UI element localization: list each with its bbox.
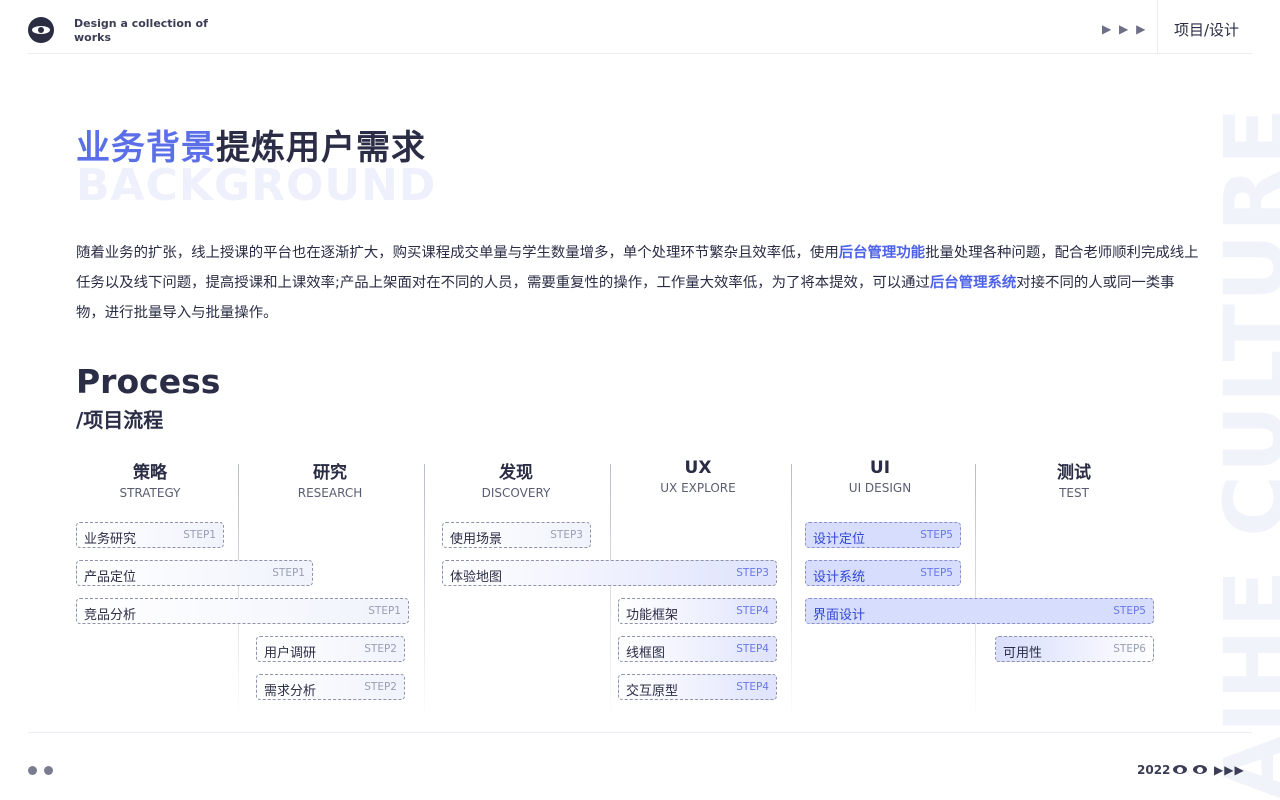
column-strategy: 策略 STRATEGY [76,458,224,500]
column-divider [424,464,425,720]
step-label: 体验地图 [450,570,503,585]
background-watermark-word: BACKGROUND [76,160,437,211]
footer-divider [28,732,1252,733]
paragraph-text-1: 随着业务的扩张，线上授课的平台也在逐渐扩大，购买课程成交单量与学生数量增多，单个… [76,245,839,261]
header-underline [28,53,1252,54]
step-label: 业务研究 [84,532,137,547]
footer-year: 2022 [1137,763,1171,777]
step-label: 可用性 [1003,646,1043,661]
page-dot-icon[interactable] [28,766,37,775]
step-label: 交互原型 [626,684,679,699]
step-interaction-prototype[interactable]: 交互原型 STEP4 [618,674,777,700]
step-wireframe[interactable]: 线框图 STEP4 [618,636,777,662]
column-divider [975,464,976,720]
process-subtitle: /项目流程 [76,408,164,432]
header-divider [1157,0,1158,53]
step-tag: STEP4 [736,681,769,693]
paragraph-highlight-1: 后台管理功能 [838,245,926,261]
column-title: UX [684,458,712,478]
column-ui: UI UI DESIGN [805,458,955,495]
paragraph-text-3: 对接不同的人或同一类事物，进行批量导入与批量操作。 [76,275,1175,321]
column-title: 策略 [133,463,167,483]
step-function-framework[interactable]: 功能框架 STEP4 [618,598,777,624]
step-design-positioning[interactable]: 设计定位 STEP5 [805,522,961,548]
eye-logo-icon [28,17,54,43]
step-label: 竞品分析 [84,608,137,623]
brand-text: Design a collection of works [74,17,208,44]
step-tag: STEP1 [272,567,305,579]
column-title: 发现 [499,463,533,483]
step-label: 界面设计 [813,608,866,623]
step-product-positioning[interactable]: 产品定位 STEP1 [76,560,313,586]
column-title: 研究 [313,463,347,483]
title-highlight: 业务背景 [76,128,216,168]
side-watermark: AIHE CULTURE [1206,105,1280,800]
column-subtitle: RESEARCH [297,486,363,500]
column-title: 测试 [1057,463,1091,483]
step-label: 线框图 [626,646,666,661]
step-usage-scenario[interactable]: 使用场景 STEP3 [442,522,591,548]
column-test: 测试 TEST [995,458,1153,500]
column-title: UI [869,458,891,478]
step-label: 设计系统 [813,570,866,585]
column-subtitle: STRATEGY [119,486,181,500]
step-business-research[interactable]: 业务研究 STEP1 [76,522,224,548]
intro-paragraph: 随着业务的扩张，线上授课的平台也在逐渐扩大，购买课程成交单量与学生数量增多，单个… [76,238,1200,328]
column-divider [791,464,792,720]
process-title: Process [76,362,221,401]
step-competitor-analysis[interactable]: 竞品分析 STEP1 [76,598,409,624]
column-subtitle: UI DESIGN [848,481,912,495]
section-label[interactable]: 项目/设计 [1174,21,1240,39]
step-tag: STEP3 [550,529,583,541]
step-tag: STEP5 [920,567,953,579]
column-subtitle: TEST [1059,486,1089,500]
step-tag: STEP6 [1113,643,1146,655]
eye-icon [1193,765,1207,774]
column-divider [238,464,239,720]
page-title: 业务背景提炼用户需求 [76,120,426,169]
step-label: 功能框架 [626,608,679,623]
column-subtitle: UX EXPLORE [660,481,736,495]
step-tag: STEP5 [920,529,953,541]
column-discovery: 发现 DISCOVERY [442,458,590,500]
forward-arrows-icon[interactable]: ▶ ▶ ▶ [1102,22,1148,36]
column-ux: UX UX EXPLORE [618,458,778,495]
step-interface-design[interactable]: 界面设计 STEP5 [805,598,1154,624]
step-user-research[interactable]: 用户调研 STEP2 [256,636,405,662]
step-experience-map[interactable]: 体验地图 STEP3 [442,560,777,586]
step-usability[interactable]: 可用性 STEP6 [995,636,1154,662]
step-label: 设计定位 [813,532,866,547]
step-label: 需求分析 [264,684,317,699]
page-dot-icon[interactable] [44,766,53,775]
step-tag: STEP2 [364,643,397,655]
next-arrows-icon[interactable]: ▶▶▶ [1214,763,1245,777]
column-research: 研究 RESEARCH [256,458,404,500]
step-requirement-analysis[interactable]: 需求分析 STEP2 [256,674,405,700]
step-design-system[interactable]: 设计系统 STEP5 [805,560,961,586]
top-bar: Design a collection of works ▶ ▶ ▶ 项目/设计 [0,0,1280,54]
column-divider [610,464,611,720]
step-label: 产品定位 [84,570,137,585]
step-tag: STEP5 [1113,605,1146,617]
title-rest: 提炼用户需求 [216,128,426,168]
step-tag: STEP2 [364,681,397,693]
column-subtitle: DISCOVERY [481,486,551,500]
step-tag: STEP1 [368,605,401,617]
step-tag: STEP4 [736,605,769,617]
eye-icon [1173,765,1187,774]
paragraph-text-2: 批量处理各种问题，配合老师顺利完成线上任务以及线下问题，提高授课和上课效率;产品… [76,245,1199,291]
step-label: 使用场景 [450,532,503,547]
step-label: 用户调研 [264,646,317,661]
paragraph-highlight-2: 后台管理系统 [929,275,1017,291]
step-tag: STEP1 [183,529,216,541]
step-tag: STEP3 [736,567,769,579]
step-tag: STEP4 [736,643,769,655]
